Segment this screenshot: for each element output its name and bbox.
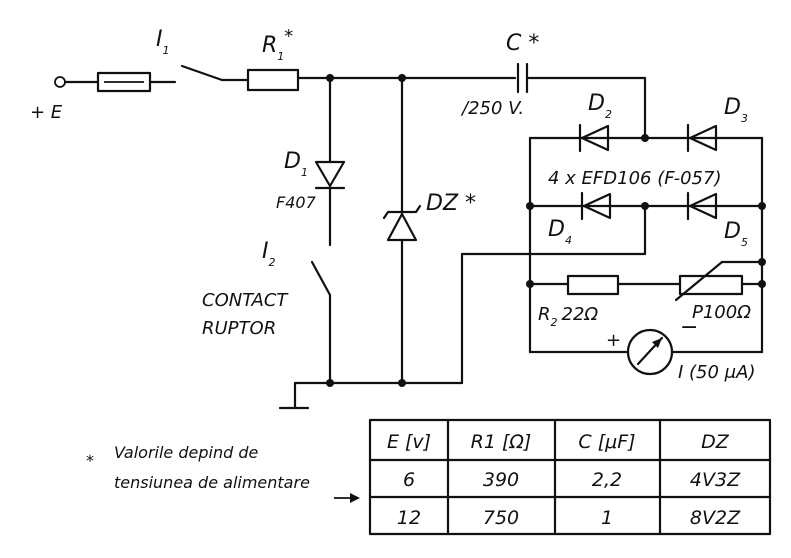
note-line2: tensiunea de alimentare — [114, 473, 310, 492]
label-contact: CONTACT — [202, 290, 289, 311]
label-d2: D2 — [588, 91, 612, 121]
resistor-r1 — [246, 68, 300, 92]
zener-dz — [382, 204, 422, 242]
input-terminal — [54, 76, 66, 88]
note-line1: Valorile depind de — [114, 443, 259, 462]
label-i2: I2 — [262, 239, 276, 269]
table-header-r1: R1 [Ω] — [471, 431, 532, 453]
table-cell: 4V3Z — [690, 469, 741, 491]
label-i1: I1 — [156, 27, 170, 57]
diode-d3 — [686, 123, 718, 153]
label-d4: D4 — [548, 217, 572, 247]
table-cell: 12 — [397, 507, 421, 529]
table-header-dz: DZ — [701, 431, 730, 453]
table-cell: 8V2Z — [690, 507, 741, 529]
diode-d5 — [686, 191, 718, 221]
label-d3: D3 — [724, 95, 748, 125]
label-meter-plus: + — [606, 330, 621, 351]
table-header-e: E [v] — [387, 431, 431, 453]
label-d1: D1 — [284, 149, 308, 179]
label-dz: DZ * — [426, 191, 476, 216]
label-meter-minus: − — [680, 315, 698, 340]
table-cell: 390 — [483, 469, 519, 491]
note-star: * — [86, 451, 94, 470]
label-r1: R1* — [262, 26, 293, 63]
table-cell: 2,2 — [592, 469, 622, 491]
diode-d4 — [580, 191, 612, 221]
label-diodes-part: 4 x EFD106 (F-057) — [548, 168, 721, 189]
label-c-rating: /250 V. — [460, 98, 524, 119]
table-cell: 1 — [601, 507, 613, 529]
resistor-r2 — [566, 274, 620, 296]
switch-i1 — [180, 64, 224, 82]
table-header-c: C [μF] — [578, 431, 635, 453]
label-d5: D5 — [724, 219, 748, 249]
switch-i2 — [310, 260, 332, 297]
label-meter: I (50 μA) — [678, 362, 755, 383]
values-table: E [v] R1 [Ω] C [μF] DZ 6 390 2,2 4V3Z 12… — [368, 418, 772, 536]
diode-d1 — [314, 160, 346, 190]
label-potentiometer: P100Ω — [692, 302, 751, 323]
diode-d2 — [578, 123, 610, 153]
potentiometer-p — [678, 274, 744, 296]
label-plus-e: + E — [30, 102, 63, 123]
label-ruptor: RUPTOR — [202, 318, 276, 339]
label-c: C * — [506, 31, 539, 56]
note-arrow — [350, 493, 360, 503]
label-d1-part: F407 — [276, 193, 317, 212]
table-cell: 6 — [403, 469, 415, 491]
table-cell: 750 — [483, 507, 519, 529]
